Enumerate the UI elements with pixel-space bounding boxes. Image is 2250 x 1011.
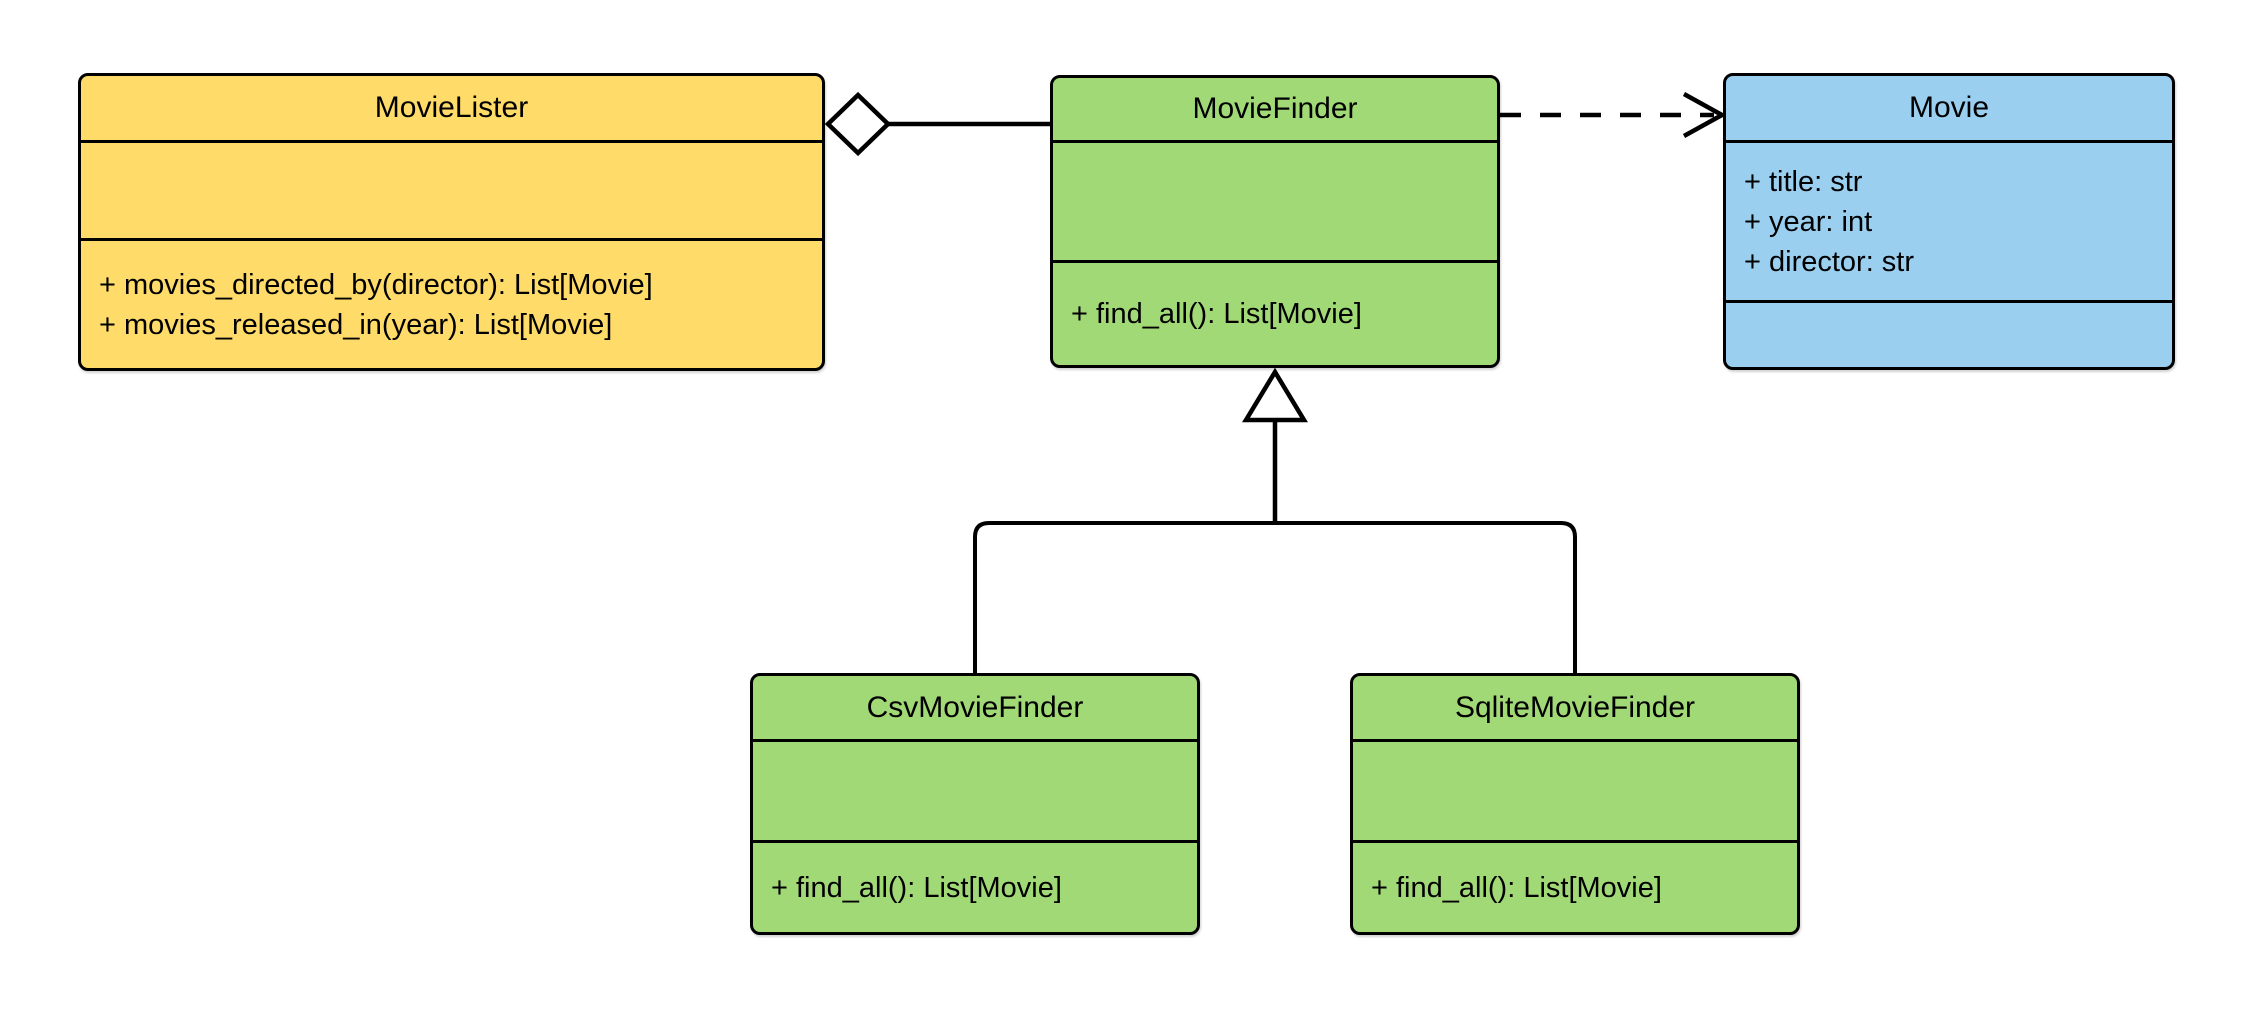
class-moviefinder-attributes-compartment <box>1053 143 1497 260</box>
class-sqlitemoviefinder-name: SqliteMovieFinder <box>1353 676 1797 742</box>
class-movie-methods-compartment <box>1726 300 2172 367</box>
class-movielister-name: MovieLister <box>81 76 822 143</box>
class-sqlitemoviefinder-attributes-compartment <box>1353 742 1797 840</box>
class-movielister-attributes-compartment <box>81 143 822 238</box>
method-label: + movies_released_in(year): List[Movie] <box>99 308 613 341</box>
dependency-connector-moviefinder-movie[interactable] <box>1500 92 1727 138</box>
attribute-label: + title: str <box>1744 165 1863 198</box>
class-sqlitemoviefinder-methods-compartment: + find_all(): List[Movie] <box>1353 840 1797 932</box>
attribute-label: + year: int <box>1744 205 1873 238</box>
method-label: + movies_directed_by(director): List[Mov… <box>99 268 653 301</box>
aggregation-diamond-icon <box>824 91 892 157</box>
generalization-connector-subfinders-moviefinder[interactable] <box>973 367 1577 674</box>
class-movie-attributes-compartment: + title: str + year: int + director: str <box>1726 143 2172 300</box>
method-label: + find_all(): List[Movie] <box>1071 298 1362 330</box>
aggregation-connector-movielister-moviefinder[interactable] <box>824 91 1052 157</box>
method-label: + find_all(): List[Movie] <box>1371 871 1662 904</box>
class-movielister[interactable]: MovieLister + movies_directed_by(directo… <box>78 73 825 371</box>
dependency-arrowhead-icon <box>1682 92 1727 138</box>
class-csvmoviefinder-name: CsvMovieFinder <box>753 676 1197 742</box>
class-moviefinder[interactable]: MovieFinder + find_all(): List[Movie] <box>1050 75 1500 368</box>
class-movielister-methods-compartment: + movies_directed_by(director): List[Mov… <box>81 238 822 368</box>
class-moviefinder-name: MovieFinder <box>1053 78 1497 143</box>
method-label: + find_all(): List[Movie] <box>771 871 1062 904</box>
class-csvmoviefinder-attributes-compartment <box>753 742 1197 840</box>
class-movie-name: Movie <box>1726 76 2172 143</box>
class-sqlitemoviefinder[interactable]: SqliteMovieFinder + find_all(): List[Mov… <box>1350 673 1800 935</box>
class-movie[interactable]: Movie + title: str + year: int + directo… <box>1723 73 2175 370</box>
class-csvmoviefinder[interactable]: CsvMovieFinder + find_all(): List[Movie] <box>750 673 1200 935</box>
class-moviefinder-methods-compartment: + find_all(): List[Movie] <box>1053 260 1497 365</box>
class-csvmoviefinder-methods-compartment: + find_all(): List[Movie] <box>753 840 1197 932</box>
generalization-triangle-icon <box>1242 367 1308 423</box>
generalization-branch-line <box>973 521 1577 674</box>
attribute-label: + director: str <box>1744 245 1915 278</box>
